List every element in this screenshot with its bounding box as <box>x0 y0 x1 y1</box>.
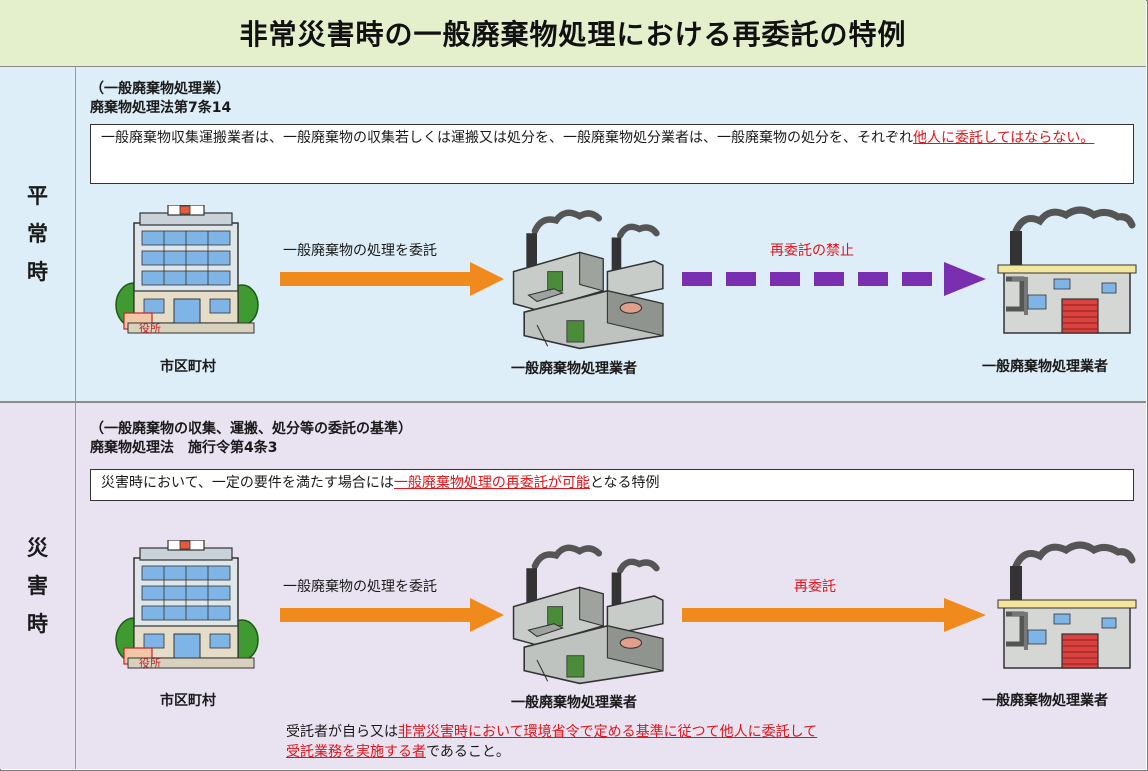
rule-red-text: 他人に委託してはならない。 <box>913 130 1095 146</box>
note-red-text: 受託業務を実施する者 <box>286 744 426 760</box>
side-char: 時 <box>27 612 48 636</box>
node-label-processor: 一般廃棄物処理業者 <box>511 695 637 711</box>
orange-arrow <box>280 262 504 296</box>
law-article: 廃棄物処理法 施行令第4条3 <box>90 440 278 456</box>
side-char: 災 <box>27 536 48 560</box>
arrow-label-resubcontract: 再委託 <box>794 579 836 595</box>
node-label-municipality: 市区町村 <box>160 359 216 375</box>
city-office-icon: 役所 <box>115 540 259 670</box>
office-sign: 役所 <box>139 321 161 335</box>
disposal-plant-icon <box>990 540 1140 678</box>
rule-text: となる特例 <box>589 475 660 491</box>
orange-arrow <box>280 598 504 632</box>
law-heading-normal: （一般廃棄物処理業） 廃棄物処理法第7条14 <box>90 80 231 118</box>
factory-icon <box>505 205 665 350</box>
side-char: 時 <box>27 260 48 284</box>
factory-icon <box>505 540 665 685</box>
disposal-plant-icon <box>990 205 1140 343</box>
law-category: （一般廃棄物の収集、運搬、処分等の委託の基準） <box>90 421 412 437</box>
note-text: 受託者が自ら又は <box>286 724 398 740</box>
note-red-text: 非常災害時において環境省令で定める基準に従つて他人に委託して <box>398 724 818 740</box>
node-label-municipality: 市区町村 <box>160 693 216 709</box>
node-label-subcontractor: 一般廃棄物処理業者 <box>982 359 1108 375</box>
condition-note: 受託者が自ら又は非常災害時において環境省令で定める基準に従つて他人に委託して 受… <box>286 722 817 762</box>
rule-box-disaster: 災害時において、一定の要件を満たす場合には一般廃棄物処理の再委託が可能となる特例 <box>90 469 1134 501</box>
law-category: （一般廃棄物処理業） <box>90 81 230 97</box>
arrow-label-entrust: 一般廃棄物の処理を委託 <box>283 243 437 259</box>
city-office-icon: 役所 <box>115 205 259 335</box>
rule-box-normal: 一般廃棄物収集運搬業者は、一般廃棄物の収集若しくは運搬又は処分を、一般廃棄物処分… <box>90 124 1134 184</box>
law-heading-disaster: （一般廃棄物の収集、運搬、処分等の委託の基準） 廃棄物処理法 施行令第4条3 <box>90 420 412 458</box>
dashed-purple-arrow <box>682 262 986 296</box>
side-char: 害 <box>27 574 48 598</box>
side-char: 常 <box>27 222 48 246</box>
page-title: 非常災害時の一般廃棄物処理における再委託の特例 <box>239 18 907 51</box>
node-label-processor: 一般廃棄物処理業者 <box>511 361 637 377</box>
side-label-disaster: 災 害 時 <box>0 403 76 769</box>
note-text: であること。 <box>426 744 510 760</box>
orange-arrow-resubcontract <box>682 598 986 632</box>
office-sign: 役所 <box>139 656 161 670</box>
arrow-label-entrust: 一般廃棄物の処理を委託 <box>283 579 437 595</box>
node-label-subcontractor: 一般廃棄物処理業者 <box>982 693 1108 709</box>
title-bar: 非常災害時の一般廃棄物処理における再委託の特例 <box>0 0 1146 67</box>
side-label-normal: 平 常 時 <box>0 67 76 401</box>
rule-text: 災害時において、一定の要件を満たす場合には <box>101 475 394 491</box>
rule-red-text: 一般廃棄物処理の再委託が可能 <box>393 475 590 491</box>
rule-text: 一般廃棄物収集運搬業者は、一般廃棄物の収集若しくは運搬又は処分を、一般廃棄物処分… <box>101 130 913 146</box>
law-article: 廃棄物処理法第7条14 <box>90 100 232 116</box>
side-char: 平 <box>27 184 48 208</box>
arrow-label-prohibited: 再委託の禁止 <box>770 243 854 259</box>
